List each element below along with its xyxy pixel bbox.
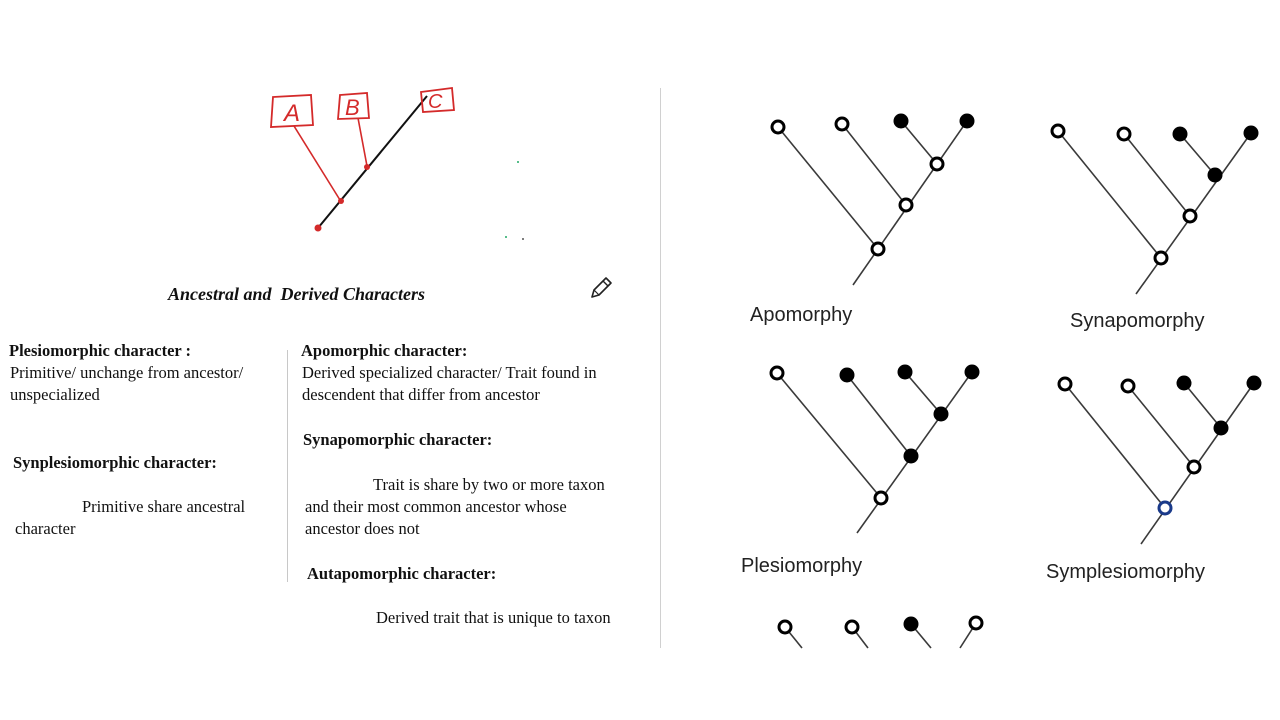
apo-line2: descendent that differ from ancestor — [302, 385, 540, 404]
label-c: C — [428, 91, 443, 113]
plesio-filled-node — [933, 406, 949, 422]
plesio-filled-node — [903, 448, 919, 464]
synplesio-line1: Primitive share ancestral — [82, 497, 246, 516]
notes-title: Ancestral and Derived Characters — [168, 284, 426, 304]
pencil-icon[interactable] — [588, 275, 614, 301]
apo-open-node — [870, 241, 886, 257]
plesio-open-node — [873, 490, 889, 506]
sympl-open-node — [1120, 378, 1136, 394]
sympl-filled-node — [1246, 375, 1262, 391]
synapo-filled-node — [1243, 125, 1259, 141]
bottom-open-node — [777, 619, 793, 635]
synapo-heading: Synapomorphic character: — [303, 430, 493, 449]
synapo-open-node — [1116, 126, 1132, 142]
sympl-filled-node — [1176, 375, 1192, 391]
plesio-filled-node — [897, 364, 913, 380]
point-c-dot — [364, 164, 370, 170]
symplesiomorphy-label: Symplesiomorphy — [1046, 561, 1205, 583]
plesio-heading: Plesiomorphic character : — [9, 341, 192, 360]
apo-heading: Apomorphic character: — [301, 341, 468, 360]
autapo-heading: Autapomorphic character: — [307, 564, 497, 583]
apo-open-node — [929, 156, 945, 172]
bottom-filled-node — [903, 616, 919, 632]
sympl-open-node — [1186, 459, 1202, 475]
sympl-filled-node — [1213, 420, 1229, 436]
synapo-line2: and their most common ancestor whose — [305, 497, 567, 516]
synapo-line1: Trait is share by two or more taxon — [373, 475, 605, 494]
apo-open-node — [834, 116, 850, 132]
annotation-sketch: A B C — [270, 86, 524, 240]
apo-open-node — [770, 119, 786, 135]
point-a-dot — [314, 224, 322, 232]
synapomorphy-label: Synapomorphy — [1070, 310, 1205, 332]
synplesio-heading: Synplesiomorphic character: — [13, 453, 217, 472]
plesiomorphy-label: Plesiomorphy — [741, 555, 863, 577]
synapo-line3: ancestor does not — [305, 519, 420, 538]
apo-open-node — [898, 197, 914, 213]
sympl-open-node — [1057, 376, 1073, 392]
synapo-open-node — [1153, 250, 1169, 266]
label-a: A — [282, 100, 300, 127]
plesio-open-node — [769, 365, 785, 381]
pane-divider — [660, 88, 661, 648]
plesio-filled-node — [964, 364, 980, 380]
bottom-open-node — [968, 615, 984, 631]
plesio-line1: Primitive/ unchange from ancestor/ — [10, 363, 244, 382]
column-divider — [287, 350, 288, 582]
plesio-filled-node — [839, 367, 855, 383]
synapo-open-node — [1050, 123, 1066, 139]
apo-line1: Derived specialized character/ Trait fou… — [302, 363, 597, 382]
synapo-filled-node — [1172, 126, 1188, 142]
label-b: B — [345, 95, 360, 120]
bottom-open-node — [844, 619, 860, 635]
autapo-line1: Derived trait that is unique to taxon — [376, 608, 611, 627]
synapo-open-node — [1182, 208, 1198, 224]
apomorphy-label: Apomorphy — [750, 304, 853, 326]
sympl-open-node — [1157, 500, 1173, 516]
apo-filled-node — [893, 113, 909, 129]
apo-filled-node — [959, 113, 975, 129]
cladogram-panel — [769, 113, 1262, 649]
synplesio-line2: character — [15, 519, 76, 538]
synapo-filled-node — [1207, 167, 1223, 183]
plesio-line2: unspecialized — [10, 385, 100, 404]
